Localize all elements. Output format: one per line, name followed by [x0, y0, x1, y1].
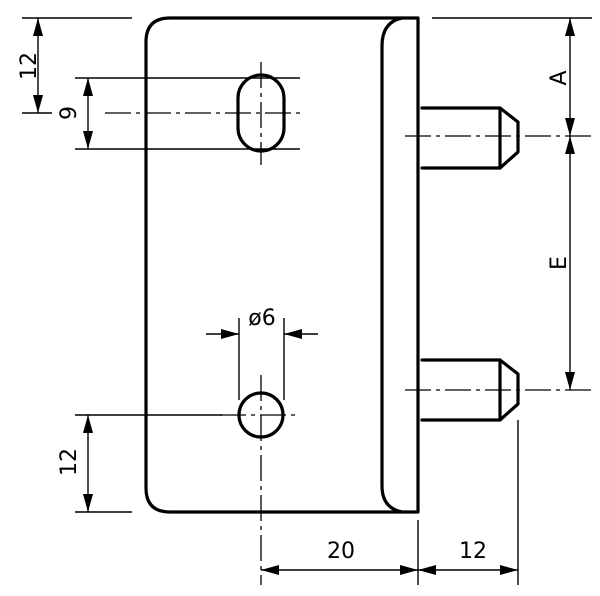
- dim-bottom-offset-label: 12: [57, 448, 82, 476]
- extension-lines: [22, 17, 592, 585]
- upper-pin: [420, 106, 520, 170]
- dim-slot-width-label: 9: [57, 106, 82, 120]
- dim-top-offset: 12: [17, 18, 43, 113]
- dim-width-to-pin: 20: [261, 539, 418, 575]
- dim-distance-a: A: [547, 18, 575, 136]
- dim-distance-a-label: A: [547, 70, 572, 85]
- plate-body: [144, 16, 420, 514]
- dim-bottom-offset: 12: [57, 415, 93, 512]
- dim-slot-width: 9: [57, 78, 93, 149]
- dim-hole-diameter-label: ø6: [248, 306, 275, 331]
- dim-pin-length: 12: [418, 539, 518, 575]
- center-lines: [105, 62, 592, 585]
- dim-width-to-pin-label: 20: [327, 539, 355, 564]
- dim-distance-e-label: E: [547, 256, 572, 270]
- dim-hole-diameter: ø6: [206, 306, 318, 339]
- dim-top-offset-label: 12: [17, 52, 42, 80]
- dim-pin-length-label: 12: [459, 539, 487, 564]
- dim-distance-e: E: [547, 136, 575, 390]
